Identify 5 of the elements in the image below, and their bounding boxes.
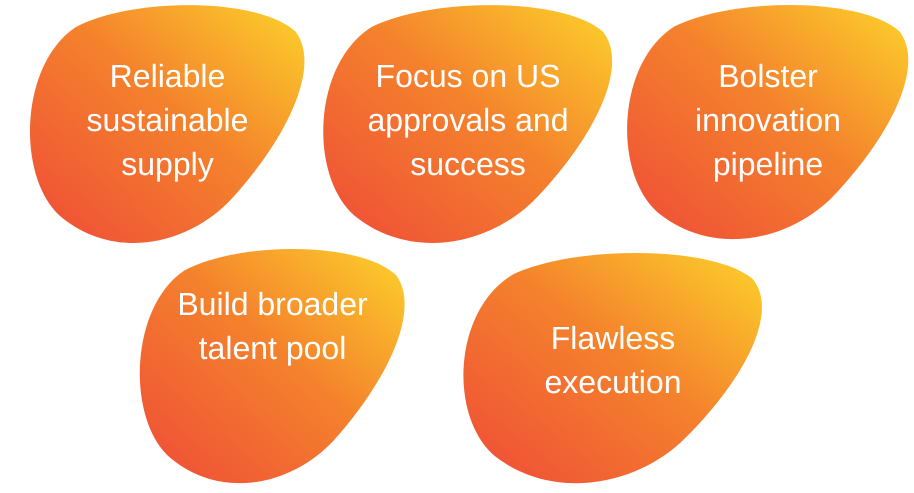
node-label: Build broader talent pool <box>176 285 369 368</box>
node-label: Flawless execution <box>544 319 682 402</box>
node-label: Bolster innovation pipeline <box>694 57 842 184</box>
node-label: Focus on US approvals and success <box>366 57 570 184</box>
node-label: Reliable sustainable supply <box>86 57 250 184</box>
